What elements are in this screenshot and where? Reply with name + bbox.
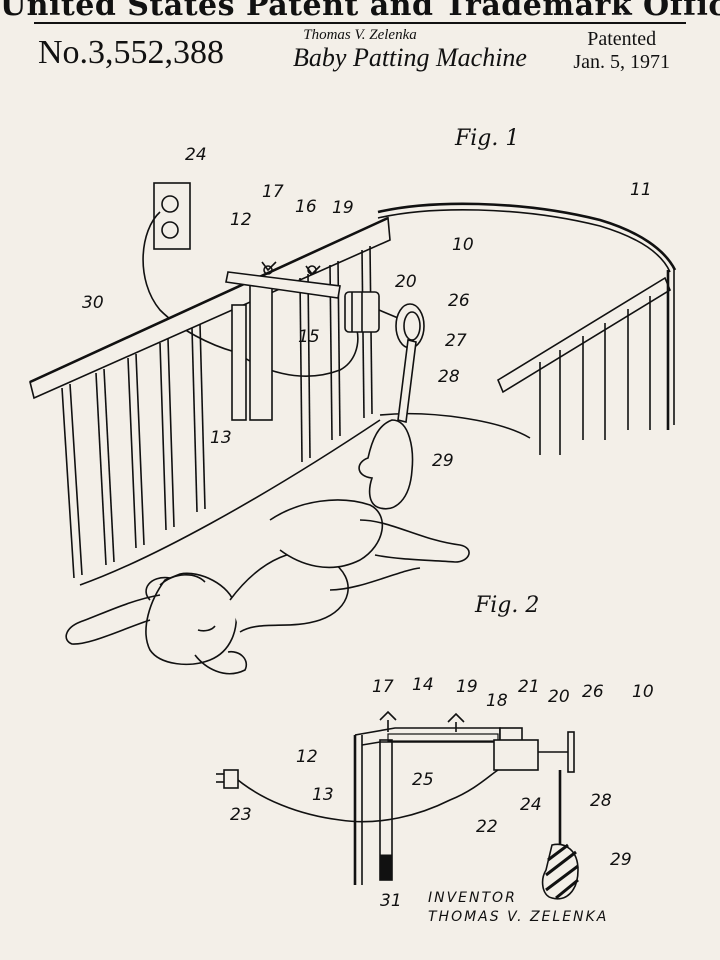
ref-numeral: 13 <box>210 428 232 448</box>
ref-numeral: 24 <box>185 145 207 165</box>
fig2-drawing <box>216 710 579 900</box>
ref-numeral: 13 <box>312 785 334 805</box>
ref-numeral: 12 <box>230 210 252 230</box>
ref-numeral: 10 <box>452 235 474 255</box>
patting-arm <box>397 339 417 423</box>
ref-numeral: 18 <box>486 691 508 711</box>
patent-number: No.3,552,388 <box>38 34 225 71</box>
fig2-reference-numerals: 17 14 19 21 20 26 10 18 12 25 13 23 24 2… <box>230 675 654 911</box>
ref-numeral: 25 <box>412 770 434 790</box>
bracket-leg <box>231 304 247 421</box>
ref-numeral: 27 <box>445 331 467 351</box>
crib-top-rail <box>377 202 677 271</box>
patent-title: Baby Patting Machine <box>293 43 527 72</box>
ref-numeral: 22 <box>476 817 498 837</box>
ref-numeral: 20 <box>548 687 570 707</box>
ref-numeral: 14 <box>412 675 434 695</box>
fig1-cord <box>142 211 236 353</box>
ref-numeral: 17 <box>262 182 284 202</box>
ref-numeral: 20 <box>395 272 417 292</box>
ref-numeral: 28 <box>438 367 460 387</box>
ref-numeral: 29 <box>610 850 632 870</box>
inventor-note-line1: INVENTOR <box>428 890 517 906</box>
ref-numeral: 19 <box>332 198 354 218</box>
fig1-label: Fig. 1 <box>454 126 519 151</box>
ref-numeral: 15 <box>298 327 320 347</box>
office-heading: United States Patent and Trademark Offic… <box>0 0 720 23</box>
baby <box>65 499 470 675</box>
ref-numeral: 26 <box>582 682 604 702</box>
patented-block: Patented Jan. 5, 1971 <box>573 28 670 74</box>
fig2-cord <box>231 769 499 823</box>
fig1-reference-numerals: 24 17 12 16 19 11 10 30 20 26 15 27 28 1… <box>82 145 652 471</box>
fig1-drawing <box>29 182 677 675</box>
patented-label: Patented <box>587 28 657 50</box>
ref-numeral: 23 <box>230 805 252 825</box>
inventor-name: Thomas V. Zelenka <box>303 27 417 43</box>
patented-date: Jan. 5, 1971 <box>573 51 670 73</box>
ref-numeral: 19 <box>456 677 478 697</box>
ref-numeral: 26 <box>448 291 470 311</box>
ref-numeral: 12 <box>296 747 318 767</box>
ref-numeral: 28 <box>590 791 612 811</box>
inventor-note-line2: THOMAS V. ZELENKA <box>428 909 608 925</box>
fig2-plug <box>223 769 239 789</box>
bracket-arm <box>225 271 341 299</box>
wall-outlet <box>153 182 191 250</box>
ref-numeral: 29 <box>432 451 454 471</box>
fig2-label: Fig. 2 <box>474 593 539 618</box>
mitten-pad <box>358 419 414 510</box>
ref-numeral: 10 <box>632 682 654 702</box>
ref-numeral: 31 <box>380 891 402 911</box>
ref-numeral: 11 <box>630 180 652 200</box>
ref-numeral: 21 <box>518 677 540 697</box>
ref-numeral: 30 <box>82 293 104 313</box>
ref-numeral: 16 <box>295 197 317 217</box>
header-divider <box>34 22 686 24</box>
ref-numeral: 24 <box>520 795 542 815</box>
ref-numeral: 17 <box>372 677 394 697</box>
